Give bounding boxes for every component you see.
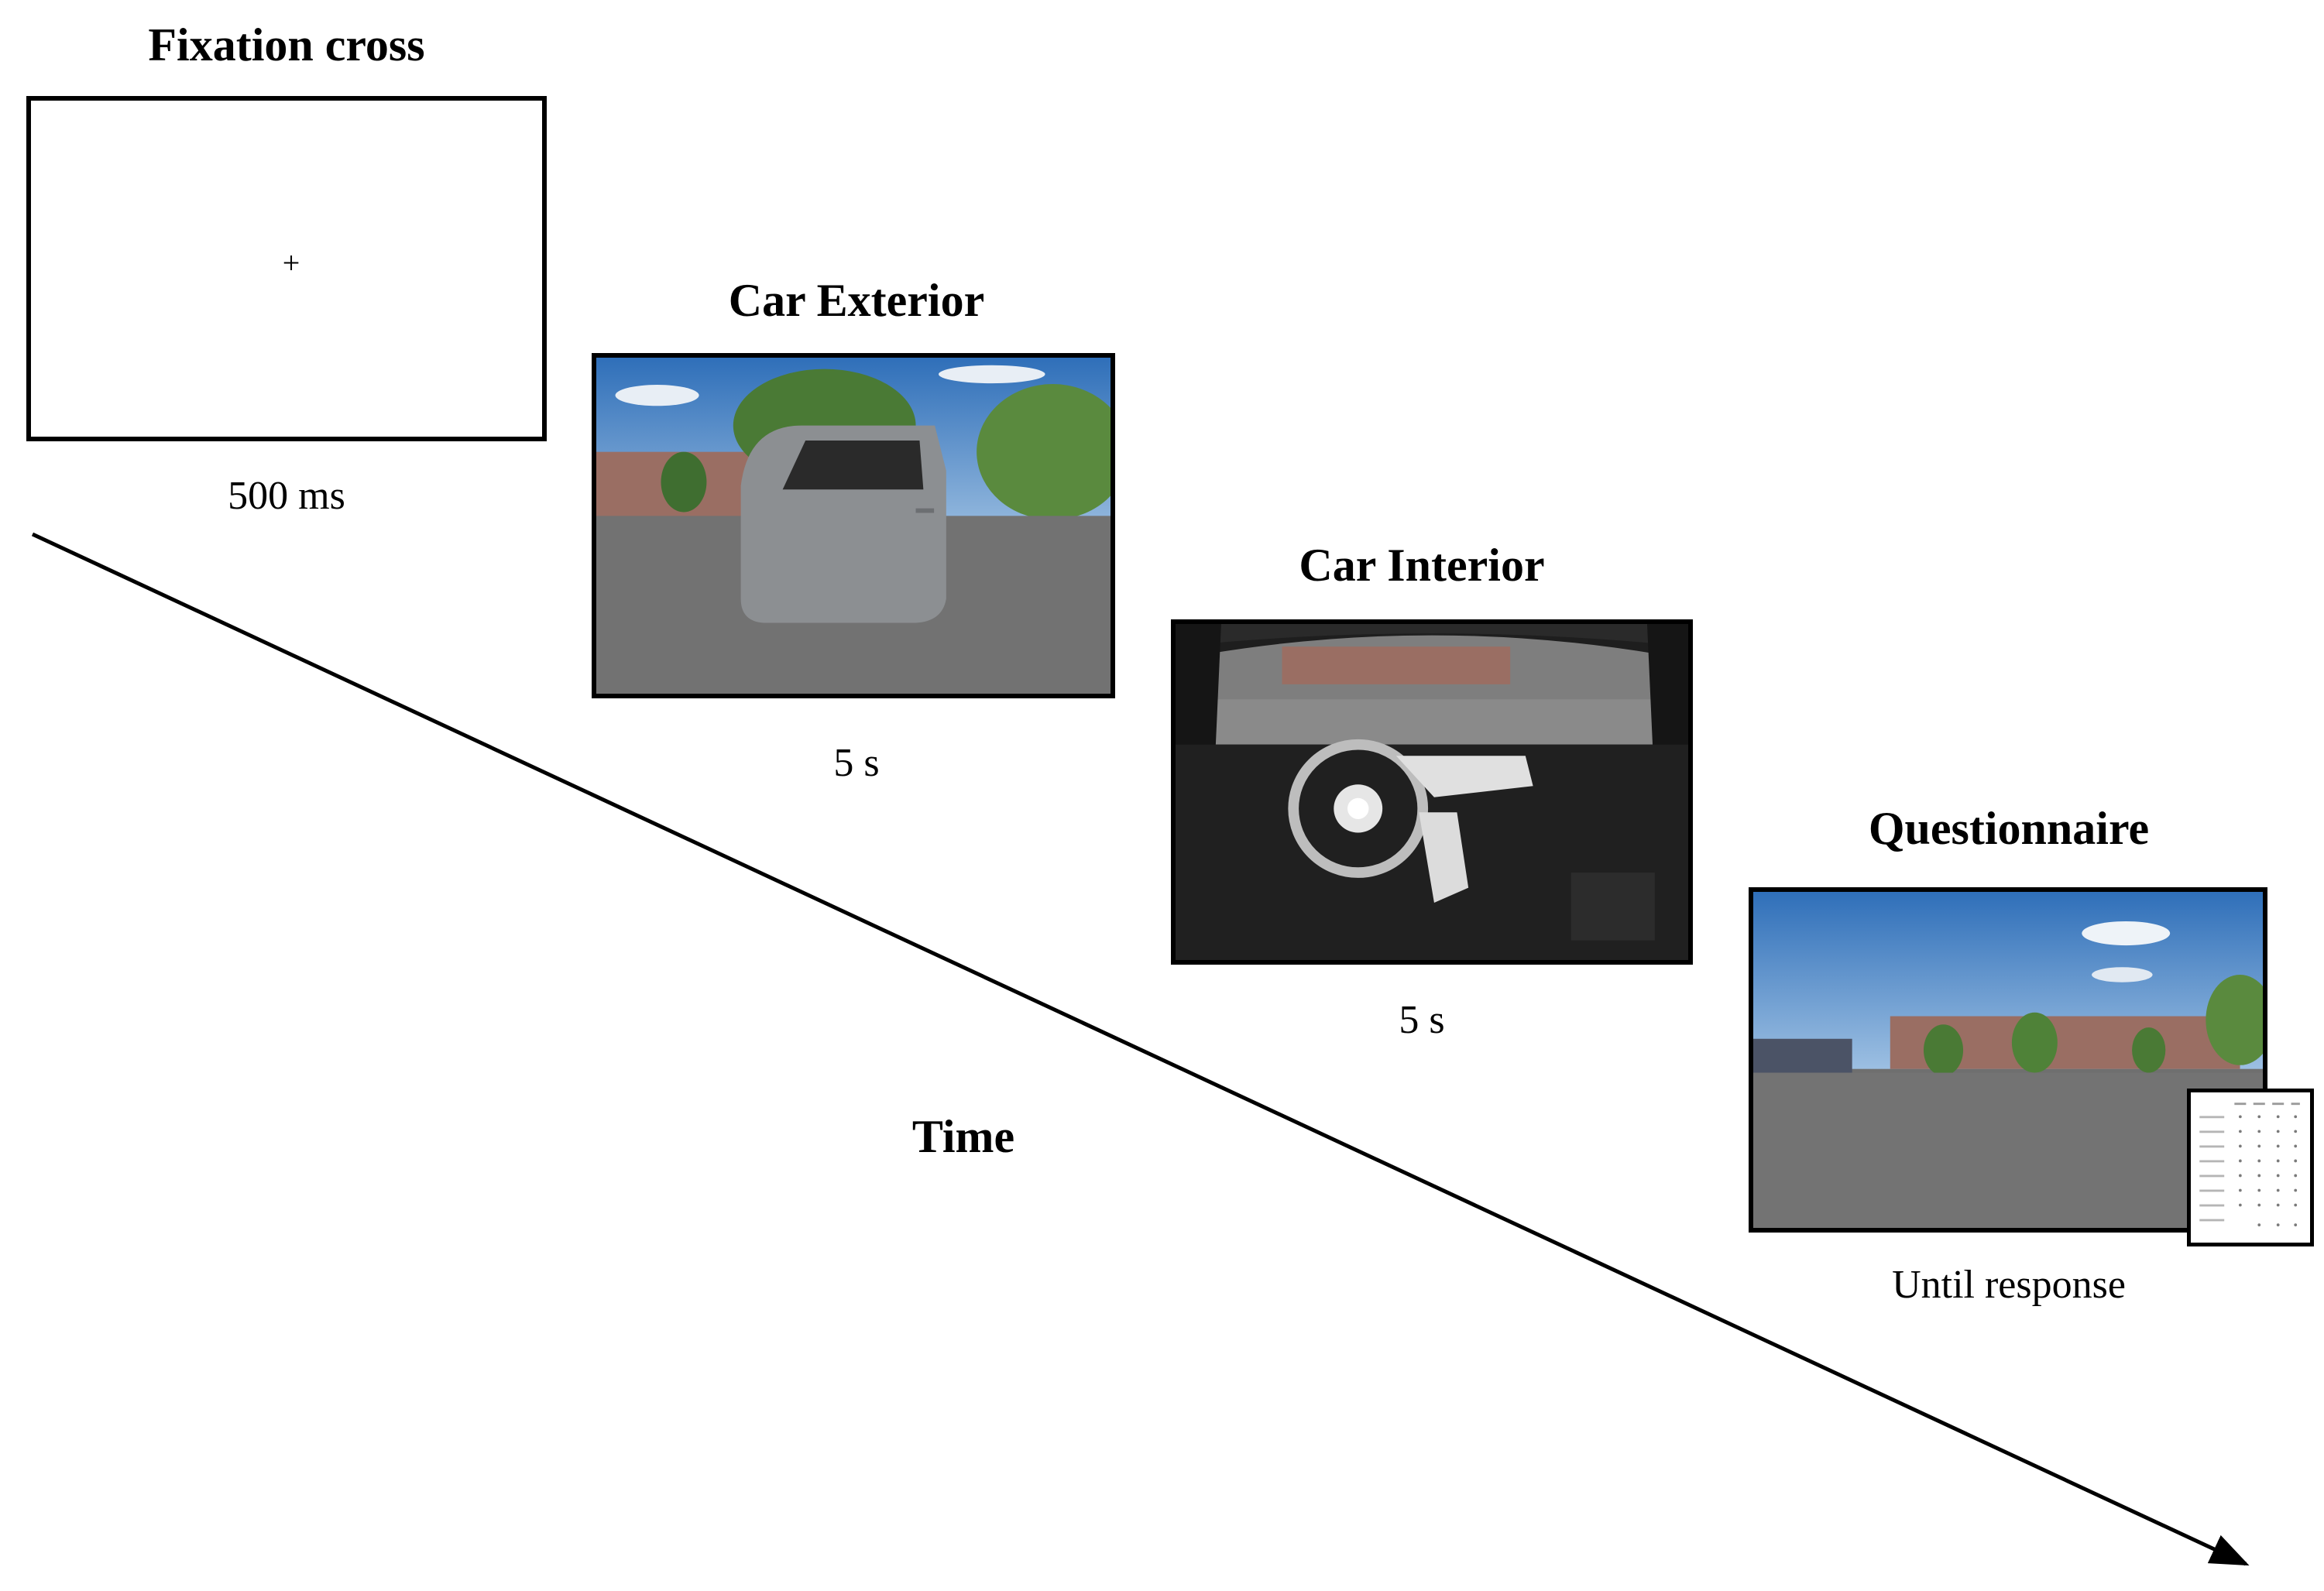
- stage-title-questionnaire: Questionnaire: [1868, 803, 2150, 854]
- car-exterior-image: [592, 353, 1115, 698]
- questionnaire-sheet: [2187, 1089, 2314, 1246]
- car-interior-image: [1171, 619, 1693, 965]
- fixation-screen: +: [26, 96, 547, 441]
- stage-title-car-exterior: Car Exterior: [728, 275, 985, 326]
- stage-duration-fixation: 500 ms: [228, 474, 345, 518]
- stage-title-car-interior: Car Interior: [1299, 540, 1545, 591]
- stage-duration-car-interior: 5 s: [1399, 998, 1445, 1042]
- axis-label-time: Time: [911, 1111, 1015, 1162]
- stage-duration-car-exterior: 5 s: [833, 741, 880, 785]
- fixation-cross-icon: +: [282, 245, 300, 280]
- stage-title-fixation: Fixation cross: [148, 19, 425, 70]
- parking-lot-image: [1749, 887, 2267, 1233]
- stage-duration-questionnaire: Until response: [1892, 1263, 2126, 1307]
- questionnaire-grid-icon: [2191, 1092, 2310, 1243]
